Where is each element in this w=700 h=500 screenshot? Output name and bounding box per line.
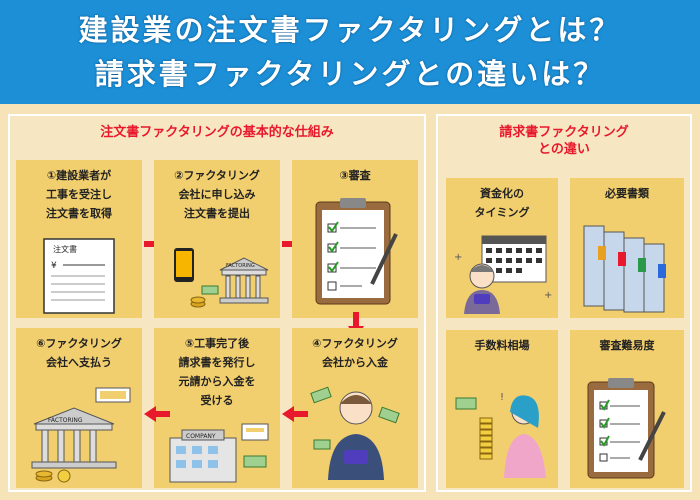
step-3-card: ③審査 (292, 160, 418, 318)
svg-text:!: ! (500, 392, 504, 403)
diff-card-funding-timing: 資金化の タイミング + + (446, 178, 558, 318)
step-4-line-2: 会社から入金 (322, 356, 388, 369)
factoring-sign-2: FACTORING (48, 417, 83, 424)
diff-card-screening-difficulty: 審査難易度 (570, 330, 684, 488)
differences-title-line-2: との違い (538, 142, 590, 157)
company-sign: COMPANY (186, 433, 216, 440)
header-banner: 建設業の注文書ファクタリングとは？ 請求書ファクタリングとの違いは？ (0, 0, 700, 104)
step-3-line-1: ③審査 (339, 169, 371, 182)
step-1-card: ①建設業者が 工事を受注し 注文書を取得 注文書 ¥ (16, 160, 142, 318)
step-5-card: ⑤工事完了後 請求書を発行し 元請から入金を 受ける COMPANY (154, 328, 280, 488)
clipboard-checklist-icon (587, 378, 666, 479)
diff-label-funding-timing: 資金化の タイミング (446, 184, 558, 222)
diff-label-screening-difficulty: 審査難易度 (570, 336, 684, 355)
mechanism-panel: 注文書ファクタリングの基本的な仕組み ①建設業者が 工事を受注し 注文書を取得 … (8, 114, 426, 492)
diff-timing-line-1: 資金化の (480, 187, 524, 200)
diff-fee-line-1: 手数料相場 (474, 339, 530, 352)
step-5-label: ⑤工事完了後 請求書を発行し 元請から入金を 受ける (154, 334, 280, 410)
diff-screening-line-1: 審査難易度 (599, 339, 655, 352)
content-area: 注文書ファクタリングの基本的な仕組み ①建設業者が 工事を受注し 注文書を取得 … (0, 104, 700, 500)
step-6-label: ⑥ファクタリング 会社へ支払う (16, 334, 142, 372)
step-2-card: ②ファクタリング 会社に申し込み 注文書を提出 FACTORING (154, 160, 280, 318)
header-title-line-1: 建設業の注文書ファクタリングとは？ (78, 13, 622, 47)
differences-panel-title: 請求書ファクタリング との違い (438, 124, 690, 158)
calendar-person-icon: + + (454, 235, 552, 314)
diff-timing-line-2: タイミング (474, 206, 530, 219)
step-3-label: ③審査 (292, 166, 418, 185)
svg-text:+: + (454, 252, 462, 263)
arrow-left-icon (282, 406, 308, 422)
order-document-icon: 注文書 ¥ (43, 238, 115, 314)
step-5-line-2: 請求書を発行し (178, 356, 256, 369)
smartphone-bank-icon: FACTORING (174, 248, 269, 308)
step-2-line-3: 注文書を提出 (184, 207, 250, 220)
step-6-line-2: 会社へ支払う (46, 356, 112, 369)
step-6-line-1: ⑥ファクタリング (36, 337, 122, 350)
step-4-card: ④ファクタリング 会社から入金 (292, 328, 418, 488)
step-4-label: ④ファクタリング 会社から入金 (292, 334, 418, 372)
step-2-line-1: ②ファクタリング (174, 169, 260, 182)
step-5-line-4: 受ける (200, 394, 234, 407)
svg-text:+: + (544, 290, 552, 301)
step-1-line-1: ①建設業者が (46, 169, 112, 182)
businessman-with-cash-icon (310, 386, 400, 480)
step-1-label: ①建設業者が 工事を受注し 注文書を取得 (16, 166, 142, 223)
step-4-line-1: ④ファクタリング (312, 337, 398, 350)
diff-card-required-documents: 必要書類 (570, 178, 684, 318)
clipboard-checklist-icon (315, 198, 398, 305)
differences-title-line-1: 請求書ファクタリング (499, 125, 629, 140)
diff-documents-line-1: 必要書類 (605, 187, 649, 200)
step-5-line-3: 元請から入金を (178, 375, 256, 388)
diff-label-fee-rate: 手数料相場 (446, 336, 558, 355)
step-1-line-3: 注文書を取得 (46, 207, 112, 220)
binders-icon (583, 225, 666, 313)
step-6-card: ⑥ファクタリング 会社へ支払う FACTORING (16, 328, 142, 488)
step-1-line-2: 工事を受注し (46, 188, 112, 201)
company-building-icon: COMPANY (169, 423, 269, 483)
arrow-left-icon (144, 406, 170, 422)
header-title-line-2: 請求書ファクタリングとの違いは？ (94, 57, 606, 91)
step-2-label: ②ファクタリング 会社に申し込み 注文書を提出 (154, 166, 280, 223)
step-5-line-1: ⑤工事完了後 (184, 337, 250, 350)
differences-panel: 請求書ファクタリング との違い 資金化の タイミング + (436, 114, 692, 492)
mechanism-panel-title: 注文書ファクタリングの基本的な仕組み (100, 125, 334, 140)
diff-label-required-documents: 必要書類 (570, 184, 684, 203)
order-document-label: 注文書 (53, 244, 77, 254)
factoring-sign-1: FACTORING (226, 263, 255, 269)
coins-woman-icon: ! (455, 392, 546, 478)
step-2-line-2: 会社に申し込み (178, 188, 256, 201)
diff-card-fee-rate: 手数料相場 ! (446, 330, 558, 488)
svg-text:¥: ¥ (51, 261, 57, 271)
factoring-bank-icon: FACTORING (31, 387, 131, 483)
